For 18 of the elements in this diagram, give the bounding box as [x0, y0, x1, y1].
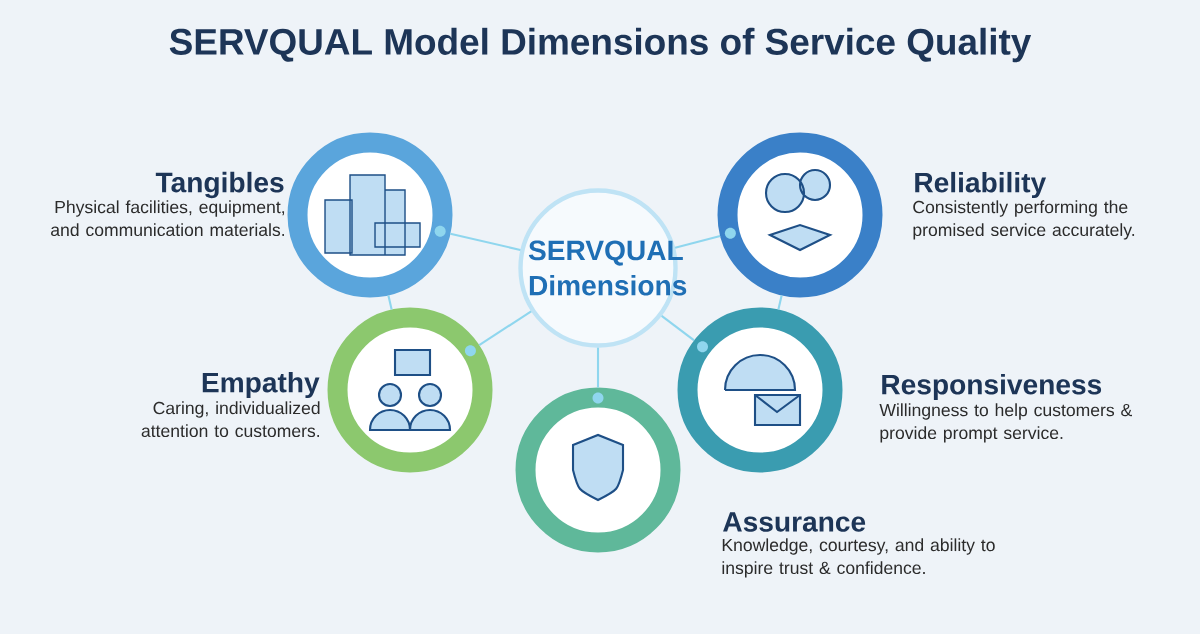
- dimension-description: Consistently performing the promised service accurately.: [913, 200, 1135, 240]
- connector-line: [777, 295, 783, 310]
- dimension-description: Willingness to help customers & provide prompt service.: [879, 403, 1132, 443]
- dimension-heading: Tangibles: [155, 171, 284, 199]
- connector-line: [478, 310, 532, 346]
- dimension-heading: Assurance: [723, 512, 866, 532]
- dimension-description: Caring, individualized attention to customers.: [141, 401, 320, 438]
- connector-line: [596, 347, 600, 388]
- dimension-heading: Empathy: [202, 371, 320, 399]
- connector-line: [674, 234, 721, 249]
- dimension-heading: Responsiveness: [882, 373, 1102, 401]
- dimension-heading: Reliability: [915, 171, 1047, 199]
- connector-line: [450, 232, 521, 251]
- dimension-description: Physical facilities, equipment, and communication materials.: [51, 200, 285, 237]
- connector-line: [387, 295, 393, 310]
- title: SERVQUAL Model Dimensions of Service Quality: [169, 27, 1032, 63]
- dimension-description: Knowledge, courtesy, and ability to inspire trust & confidence.: [722, 538, 995, 578]
- connector-line: [661, 315, 695, 342]
